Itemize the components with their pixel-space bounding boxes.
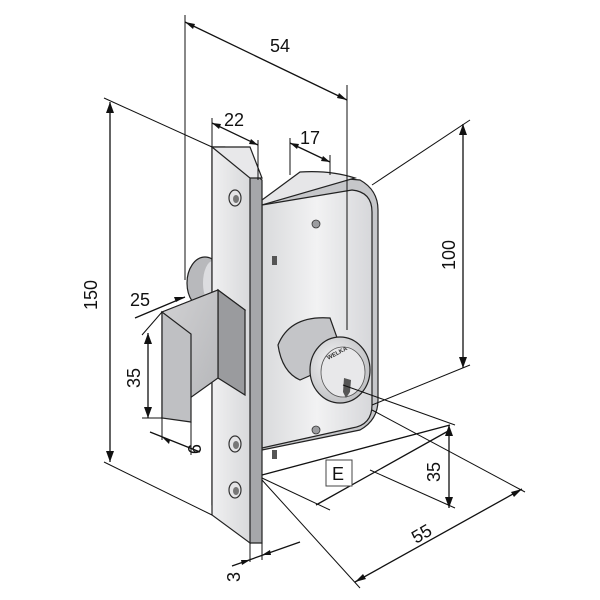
- dim-54-label: 54: [270, 36, 290, 56]
- dim-line-55: [354, 488, 523, 583]
- keyhole-icon: [343, 378, 351, 398]
- lock-cylinder: WELKA: [277, 317, 371, 404]
- dim-25-label: 25: [130, 290, 150, 310]
- backset-symbol: E: [332, 464, 344, 484]
- dim-17-label: 17: [300, 128, 320, 148]
- dim-line-E-diag: [315, 429, 451, 506]
- dim-35-backset-label: 35: [424, 462, 444, 482]
- case-screw-top: [311, 219, 321, 229]
- lock-case: [261, 171, 379, 459]
- dim-35-bolt-label: 35: [124, 368, 144, 388]
- case-screw-bottom: [311, 425, 321, 435]
- dim-line-E: [261, 424, 451, 476]
- dim-150-label: 150: [81, 280, 101, 310]
- dim-3-label: 3: [224, 572, 244, 582]
- deadbolt: [160, 288, 247, 423]
- dimension-labels: 54 22 17 150 100 25 35 9 35 55 3: [81, 36, 459, 582]
- backset-marker: E: [325, 459, 353, 487]
- dim-9-label: 9: [184, 444, 204, 454]
- dim-55-label: 55: [408, 520, 435, 547]
- dim-22-label: 22: [224, 110, 244, 130]
- dim-line-54: [184, 21, 348, 101]
- dimension-lines: [103, 15, 526, 589]
- dim-100-label: 100: [439, 240, 459, 270]
- dim-line-9: [149, 431, 201, 453]
